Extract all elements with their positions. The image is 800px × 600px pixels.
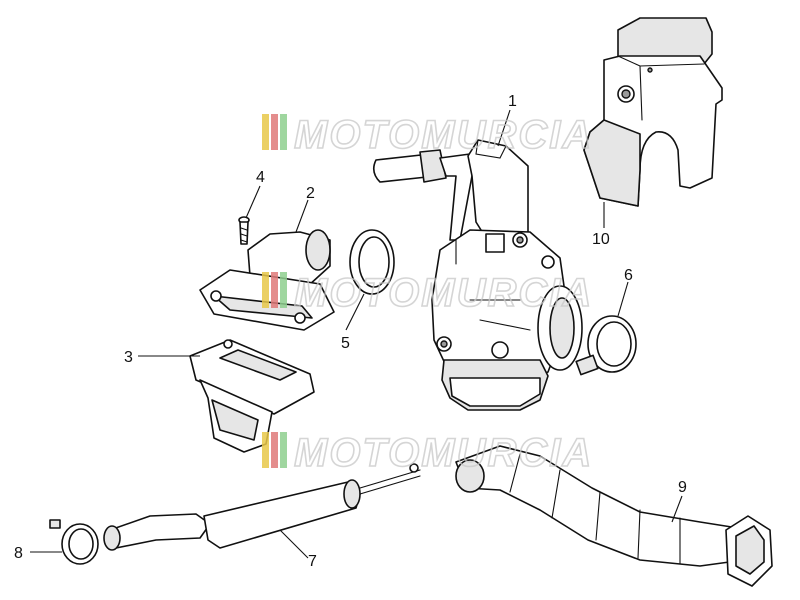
- watermark-text: MOTOMURCIA: [294, 431, 593, 475]
- watermark-stripe: [262, 272, 269, 308]
- watermark-bottom: MOTOMURCIA: [262, 430, 593, 476]
- callout-10: 10: [592, 231, 610, 248]
- callout-6: 6: [624, 267, 633, 284]
- watermark-stripe: [262, 114, 269, 150]
- part-3-reed-valve[interactable]: [189, 339, 315, 453]
- part-8-clamp[interactable]: [49, 519, 99, 565]
- part-6-hose-clamp[interactable]: [575, 315, 637, 376]
- part-1-carburetor[interactable]: [372, 139, 583, 411]
- callout-3: 3: [124, 349, 133, 366]
- callout-8: 8: [14, 545, 23, 562]
- leader-lines: [30, 109, 683, 559]
- callout-4: 4: [256, 169, 265, 186]
- watermark-text: MOTOMURCIA: [294, 271, 593, 315]
- callout-7: 7: [308, 553, 317, 570]
- callout-5: 5: [341, 335, 350, 352]
- part-9-intake-hose[interactable]: [455, 445, 773, 587]
- callout-9: 9: [678, 479, 687, 496]
- callout-2: 2: [306, 185, 315, 202]
- watermark-text: MOTOMURCIA: [294, 113, 593, 157]
- watermark-stripe: [280, 272, 287, 308]
- part-5-clamp[interactable]: [349, 229, 395, 295]
- watermark-middle: MOTOMURCIA: [262, 270, 593, 316]
- watermark-stripe: [271, 272, 278, 308]
- callout-1: 1: [508, 93, 517, 110]
- watermark-stripe: [280, 114, 287, 150]
- callout-numbers: 1 2 3 4 5 6 7 8 9 10: [14, 93, 687, 570]
- watermark-stripe: [271, 114, 278, 150]
- part-7-air-tube[interactable]: [103, 463, 421, 551]
- part-4-screw[interactable]: [238, 216, 250, 245]
- watermark-top: MOTOMURCIA: [262, 112, 593, 158]
- part-10-cover[interactable]: [583, 17, 723, 207]
- watermark-stripe: [262, 432, 269, 468]
- watermark-stripe: [280, 432, 287, 468]
- watermark-stripe: [271, 432, 278, 468]
